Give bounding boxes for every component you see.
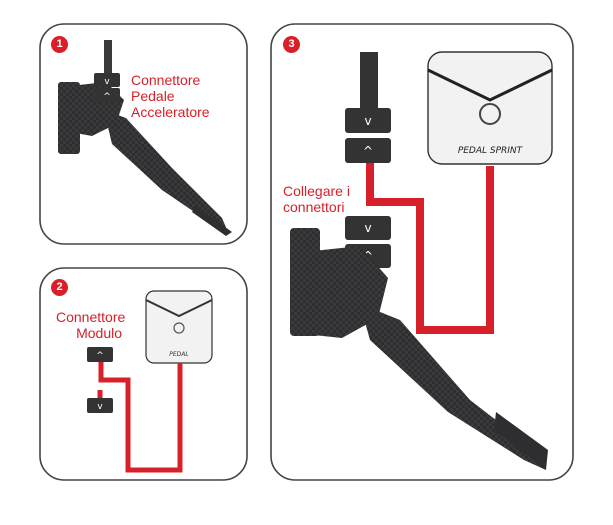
- step-1-badge: 1: [51, 36, 68, 53]
- module-connectors-2: ^ v: [87, 347, 113, 413]
- pedal-connector-1: v ^: [94, 73, 120, 103]
- step-2-caption: Connettore Modulo: [56, 309, 126, 341]
- module-logo-text: PEDAL SPRINT: [458, 146, 524, 156]
- svg-text:^: ^: [363, 144, 373, 158]
- pedal-sprint-module-2: PEDAL: [145, 290, 213, 364]
- svg-text:v: v: [97, 402, 103, 412]
- svg-text:PEDAL: PEDAL: [169, 351, 188, 358]
- panel-1-frame: [39, 23, 248, 245]
- step-3-caption: Collegare i connettori: [283, 183, 350, 215]
- svg-text:v: v: [104, 77, 110, 87]
- pedal-sprint-module-3: PEDAL SPRINT: [427, 51, 553, 165]
- svg-text:^: ^: [103, 92, 111, 102]
- svg-text:^: ^: [96, 351, 104, 361]
- cable-3: [366, 160, 494, 334]
- svg-text:v: v: [364, 114, 371, 128]
- svg-text:v: v: [364, 221, 371, 235]
- panel-2-frame: [39, 267, 248, 481]
- accelerator-pedal-3: [290, 228, 548, 470]
- step-2-badge: 2: [51, 279, 68, 296]
- step-3-badge: 3: [283, 36, 300, 53]
- step-1-caption: Connettore Pedale Acceleratore: [131, 72, 210, 120]
- cable-2: [98, 361, 183, 473]
